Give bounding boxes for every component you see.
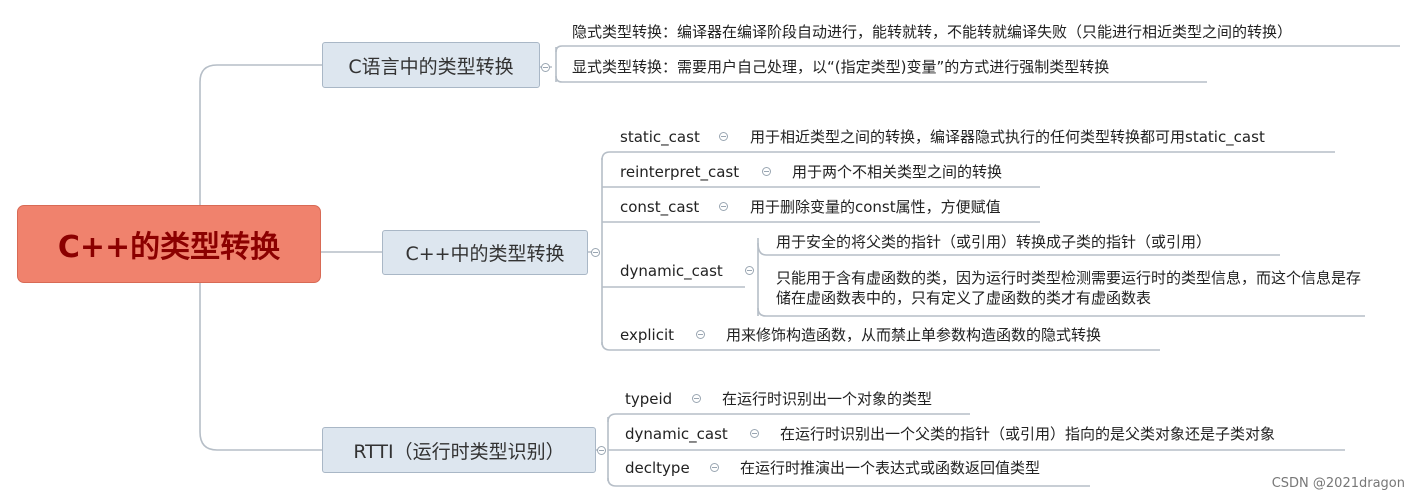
dynamic-cast-detail-2: 只能用于含有虚函数的类，因为运行时类型检测需要运行时的类型信息，而这个信息是存储…	[776, 269, 1362, 307]
root-to-c-branch-line	[199, 64, 322, 205]
collapse-toggle-icon[interactable]	[719, 132, 728, 141]
collapse-toggle-icon[interactable]	[692, 394, 701, 403]
rtti-item1-underline	[607, 413, 970, 423]
collapse-toggle-icon[interactable]	[710, 463, 719, 472]
dynamic-detail1-underline	[757, 242, 1280, 256]
const-cast-desc: 用于删除变量的const属性，方便赋值	[750, 198, 1001, 216]
collapse-toggle-icon[interactable]	[745, 266, 754, 275]
static-cast-desc: 用于相近类型之间的转换，编译器隐式执行的任何类型转换都可用static_cast	[750, 128, 1265, 146]
static-cast-label: static_cast	[620, 128, 700, 146]
cpp-item5-underline	[601, 341, 1160, 351]
rtti-dynamic-cast-desc: 在运行时识别出一个父类的指针（或引用）指向的是父类对象还是子类对象	[780, 425, 1276, 443]
root-topic[interactable]: C++的类型转换	[17, 205, 321, 283]
explicit-desc: 用来修饰构造函数，从而禁止单参数构造函数的隐式转换	[726, 326, 1102, 344]
branch-c-type-conversion[interactable]: C语言中的类型转换	[322, 42, 540, 88]
reinterpret-cast-desc: 用于两个不相关类型之间的转换	[792, 163, 1003, 181]
collapse-toggle-icon[interactable]	[719, 202, 728, 211]
branch-cpp-type-conversion[interactable]: C++中的类型转换	[382, 230, 588, 275]
typeid-label: typeid	[625, 390, 673, 408]
dynamic-detail2-underline	[757, 307, 1365, 317]
c-implicit-conversion-text: 隐式类型转换：编译器在编译阶段自动进行，能转就转，不能转就编译失败（只能进行相近…	[572, 23, 1293, 41]
c-item2-underline	[555, 75, 1207, 83]
collapse-toggle-icon[interactable]	[750, 429, 759, 438]
collapse-toggle-icon[interactable]	[541, 63, 550, 72]
cpp-item1-underline	[601, 151, 1335, 161]
collapse-toggle-icon[interactable]	[591, 248, 600, 257]
collapse-toggle-icon[interactable]	[762, 167, 771, 176]
c-explicit-conversion-text: 显式类型转换：需要用户自己处理，以“(指定类型)变量”的方式进行强制类型转换	[572, 58, 1110, 76]
dynamic-cast-label: dynamic_cast	[620, 262, 723, 280]
decltype-desc: 在运行时推演出一个表达式或函数返回值类型	[740, 459, 1041, 477]
c-item1-underline	[555, 45, 1400, 53]
rtti-item3-underline	[607, 477, 1090, 487]
watermark-text: CSDN @2021dragon	[1271, 476, 1405, 491]
branch-rtti[interactable]: RTTI（运行时类型识别）	[322, 427, 596, 473]
const-cast-label: const_cast	[620, 198, 700, 216]
explicit-label: explicit	[620, 326, 674, 344]
root-to-rtti-branch-line	[199, 283, 322, 451]
dynamic-cast-detail-1: 用于安全的将父类的指针（或引用）转换成子类的指针（或引用）	[776, 233, 1212, 251]
rtti-dynamic-cast-label: dynamic_cast	[625, 425, 728, 443]
collapse-toggle-icon[interactable]	[696, 330, 705, 339]
collapse-toggle-icon[interactable]	[597, 446, 606, 455]
decltype-label: decltype	[625, 459, 690, 477]
typeid-desc: 在运行时识别出一个对象的类型	[722, 390, 933, 408]
reinterpret-cast-label: reinterpret_cast	[620, 163, 740, 181]
